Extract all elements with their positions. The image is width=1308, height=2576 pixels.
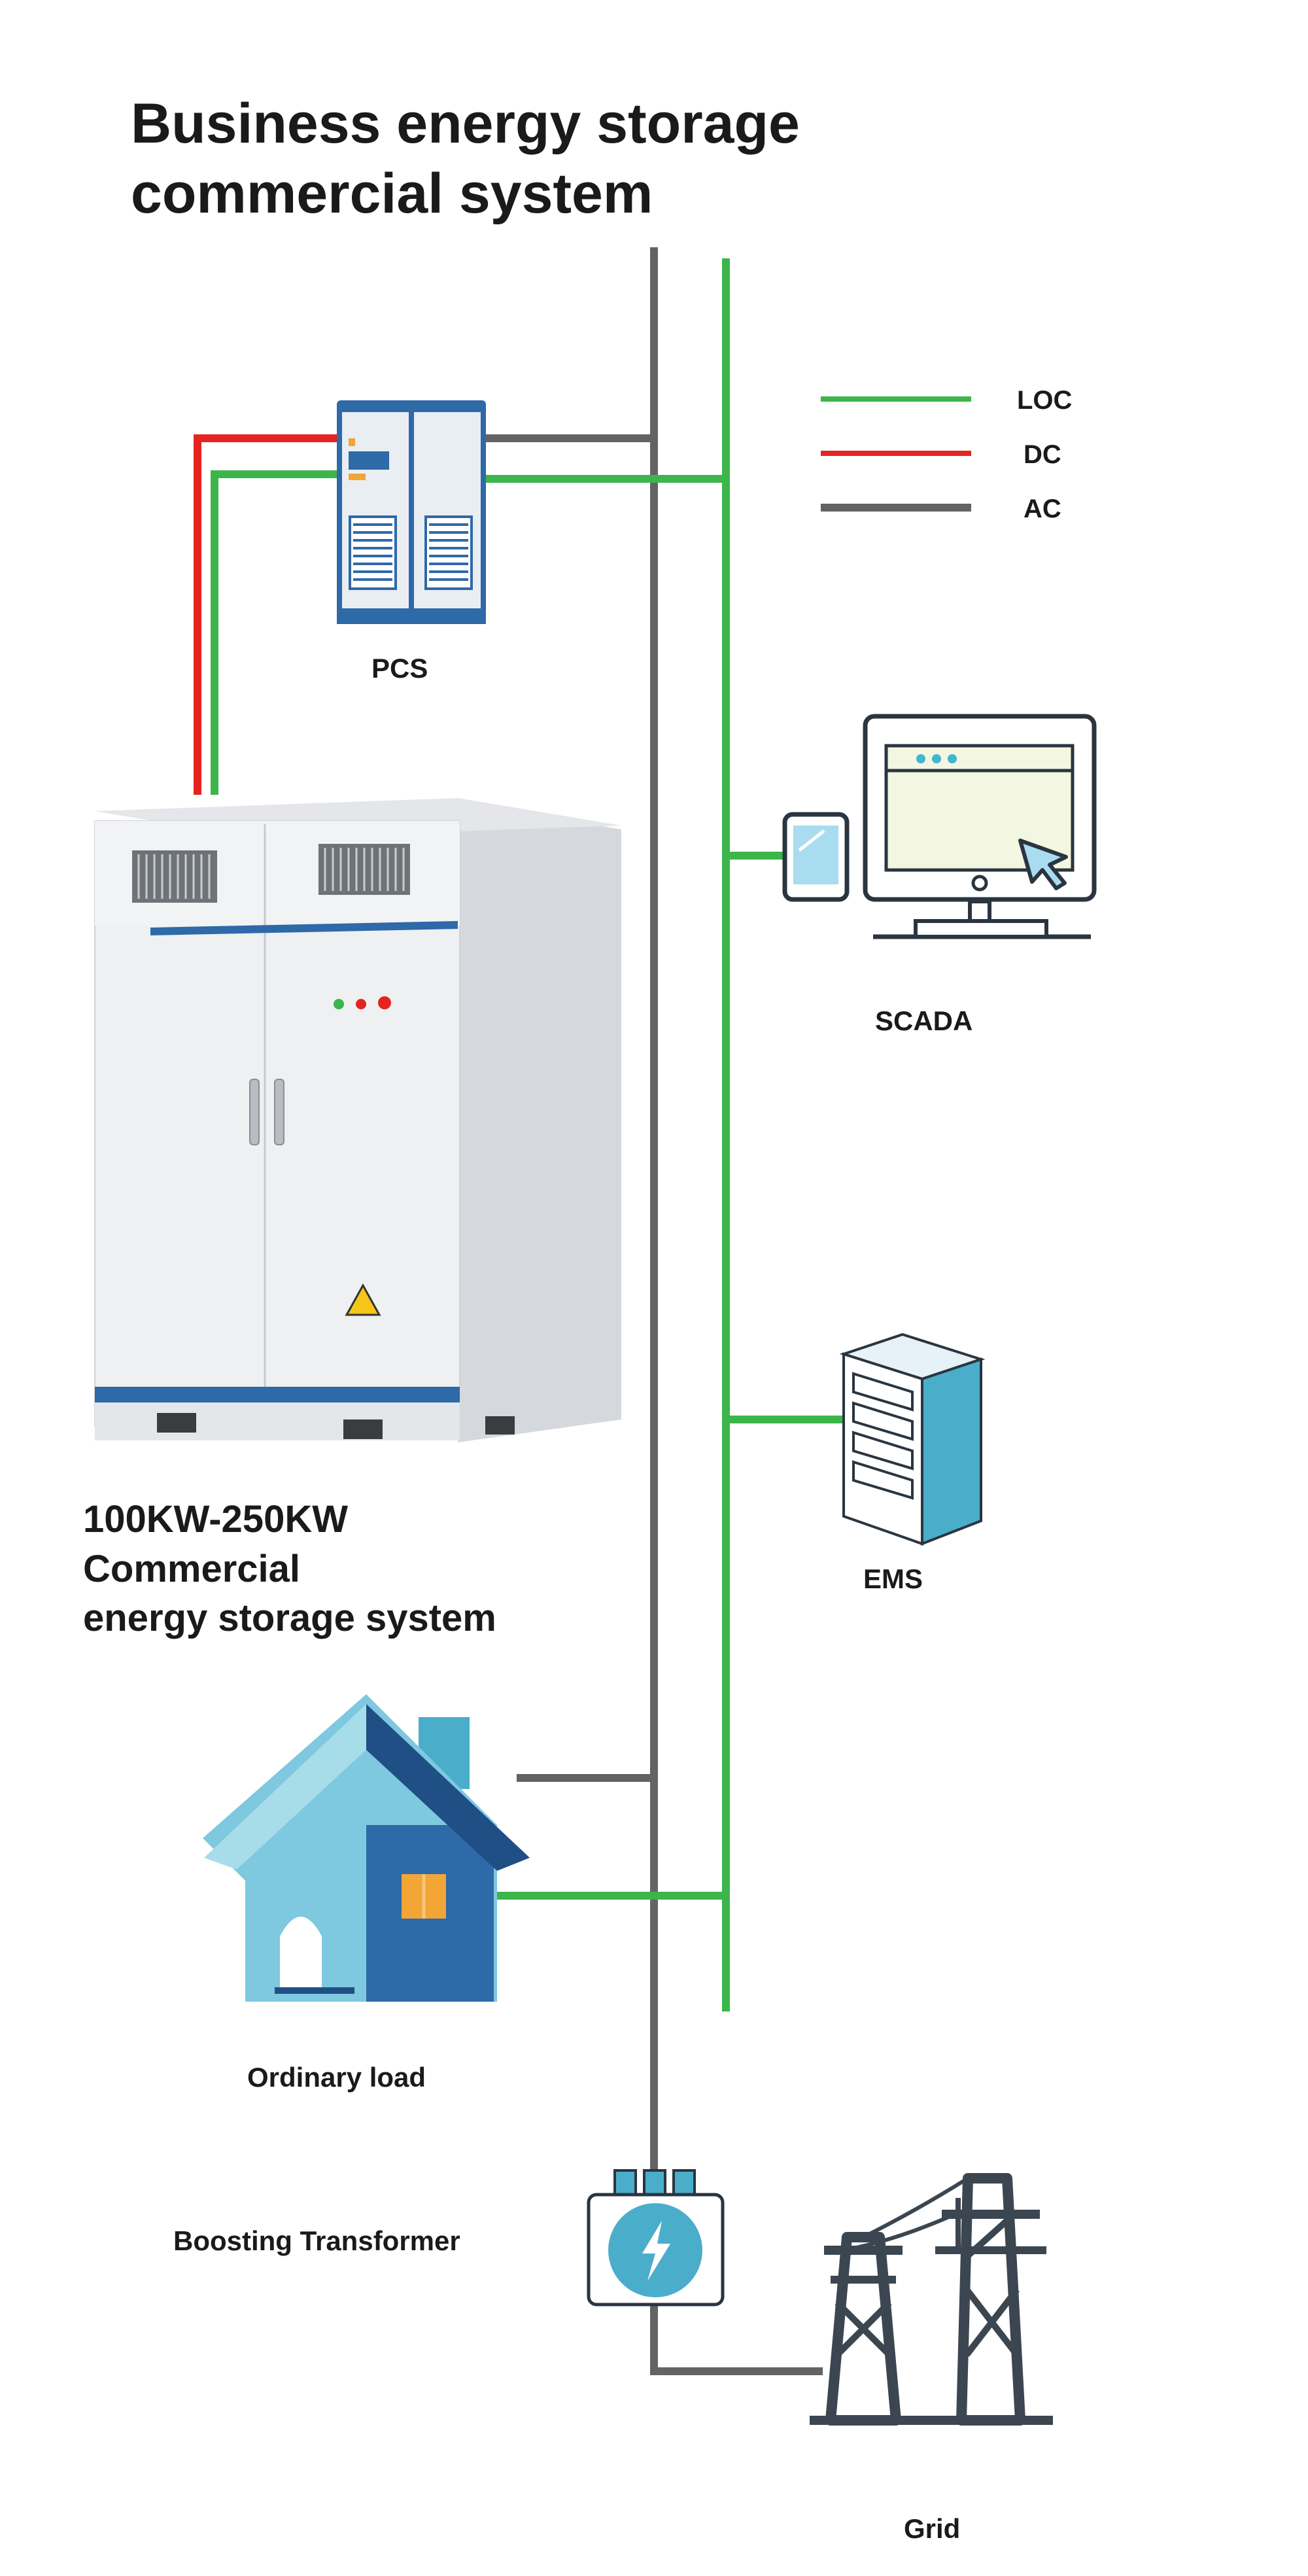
house-roof-right — [366, 1704, 530, 1871]
legend-loc-label: LOC — [1017, 386, 1072, 415]
load-label: Ordinary load — [247, 2062, 426, 2093]
cabinet-warning-sign — [345, 1283, 381, 1316]
legend-dc-label: DC — [1024, 440, 1061, 469]
pcs-display — [349, 451, 389, 470]
house-door — [280, 1917, 322, 1989]
cabinet-light-green — [334, 999, 344, 1009]
lightning-icon — [642, 2221, 670, 2281]
storage-cabinet — [94, 798, 621, 1442]
grid-label: Grid — [904, 2513, 960, 2544]
cabinet-vent-left — [132, 850, 217, 903]
storage-label-line-2: Commercial — [83, 1548, 300, 1590]
house-icon — [203, 1694, 530, 2002]
cabinet-blue-trim — [150, 921, 458, 935]
title-line-1: Business energy storage — [131, 92, 800, 155]
transformer-label: Boosting Transformer — [173, 2225, 460, 2256]
loc-link-pcs-storage — [211, 470, 337, 795]
scada-label: SCADA — [875, 1005, 972, 1036]
cabinet-base-trim — [95, 1387, 460, 1402]
cursor-icon — [1018, 839, 1068, 890]
cabinet-light-red — [356, 999, 366, 1009]
house-roof-left — [204, 1704, 366, 1870]
ems-server — [839, 1332, 986, 1546]
legend-ac-label: AC — [1024, 495, 1061, 523]
dc-link-pcs-storage — [194, 434, 337, 795]
cabinet-button-red — [378, 996, 391, 1009]
cabinet-handle-left — [249, 1079, 260, 1145]
storage-label-line-1: 100KW-250KW — [83, 1498, 348, 1540]
cabinet-side — [458, 801, 621, 1442]
ems-side — [921, 1357, 982, 1546]
scada-devices — [782, 714, 1097, 939]
pcs-right-vent — [424, 515, 473, 590]
pcs-left-vent — [349, 515, 397, 590]
legend: LOC DC AC — [821, 386, 1072, 523]
grid-ac-link — [650, 2303, 823, 2375]
pcs-unit — [337, 400, 486, 624]
pcs-label: PCS — [371, 653, 428, 684]
transformer-icon — [587, 2169, 725, 2306]
cabinet-handle-right — [274, 1079, 284, 1145]
storage-label-line-3: energy storage system — [83, 1597, 496, 1639]
grid-tower-icon — [810, 2173, 1053, 2426]
ems-label: EMS — [863, 1563, 923, 1594]
title-line-2: commercial system — [131, 162, 653, 225]
